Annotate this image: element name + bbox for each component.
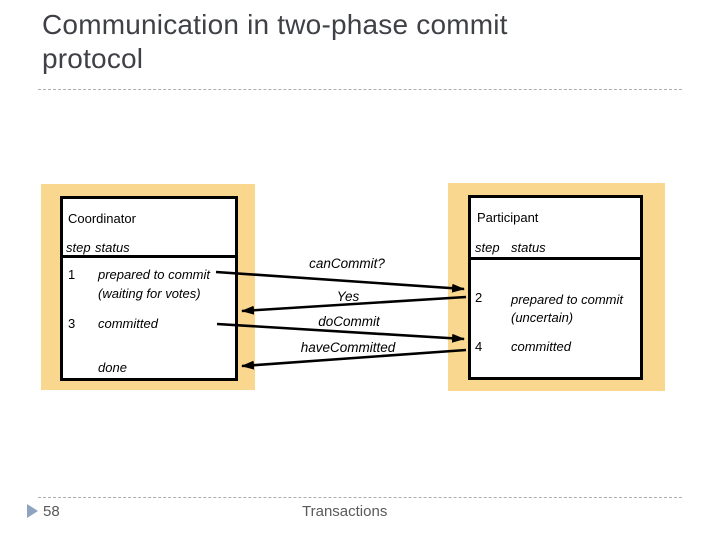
participant-box xyxy=(468,195,643,380)
coordinator-header-divider xyxy=(60,255,238,258)
coordinator-row1-note: (waiting for votes) xyxy=(98,286,201,301)
coordinator-row3-status: done xyxy=(98,360,127,375)
message-label-docommit: doCommit xyxy=(318,314,380,329)
message-label-cancommit: canCommit? xyxy=(309,256,385,271)
footer-section-title: Transactions xyxy=(302,503,388,520)
page-number: 58 xyxy=(43,503,60,520)
coordinator-row2-status: committed xyxy=(98,316,158,331)
participant-row2-status: committed xyxy=(511,339,571,354)
coordinator-col-status: status xyxy=(95,240,130,255)
participant-col-status: status xyxy=(511,240,546,255)
coordinator-row1-step: 1 xyxy=(68,267,76,282)
page-title-line2: protocol xyxy=(42,43,144,74)
footer-divider xyxy=(38,497,682,498)
coordinator-col-step: step xyxy=(66,240,91,255)
participant-header-divider xyxy=(468,257,643,260)
page-title-line1: Communication in two-phase commit xyxy=(42,9,508,40)
message-label-havecommitted: haveCommitted xyxy=(300,340,396,355)
coordinator-box xyxy=(60,196,238,381)
page-title: Communication in two-phase commit protoc… xyxy=(42,8,662,76)
coordinator-row2-step: 3 xyxy=(68,316,76,331)
participant-row1-note: (uncertain) xyxy=(511,310,574,325)
participant-row2-step: 4 xyxy=(475,339,483,354)
participant-col-step: step xyxy=(475,240,500,255)
coordinator-title: Coordinator xyxy=(68,211,136,226)
coordinator-row1-status: prepared to commit xyxy=(98,267,210,282)
participant-title: Participant xyxy=(477,210,539,225)
participant-row1-step: 2 xyxy=(475,290,483,305)
participant-row1-status: prepared to commit xyxy=(511,292,623,307)
message-label-yes: Yes xyxy=(336,289,360,304)
title-divider xyxy=(38,89,682,90)
page-number-marker-icon xyxy=(27,504,38,518)
